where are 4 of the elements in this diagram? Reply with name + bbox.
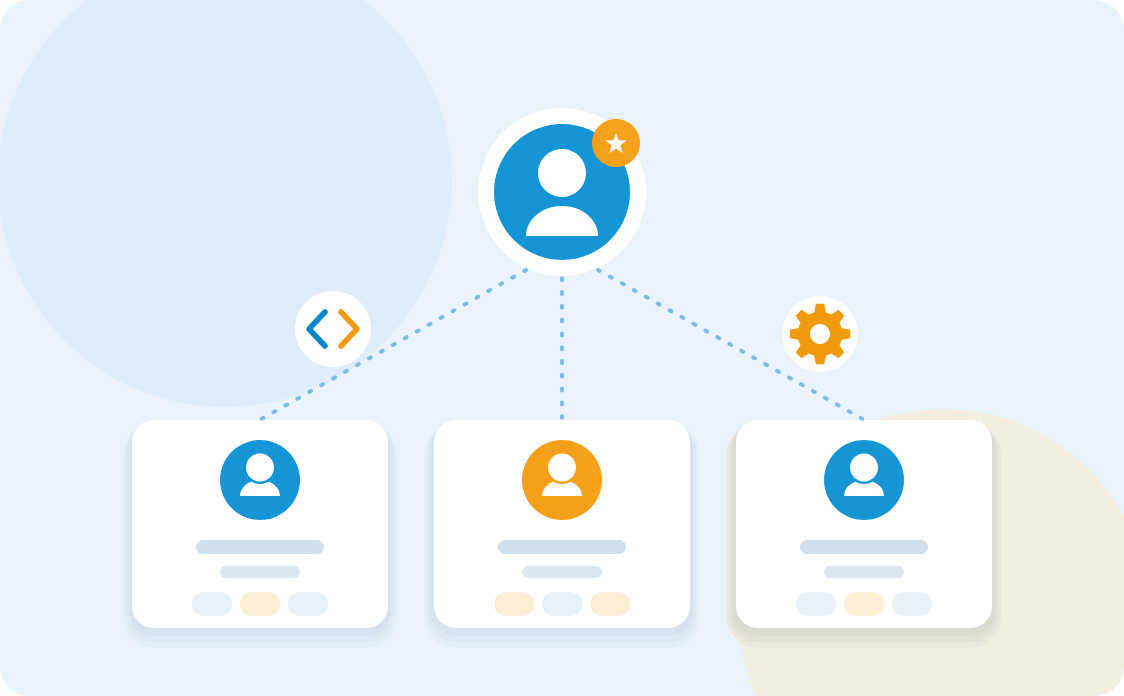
dotted-connector [259,267,528,421]
avatar-circle [478,108,646,276]
dotted-connector [596,267,865,421]
dotted-connector [560,276,564,420]
